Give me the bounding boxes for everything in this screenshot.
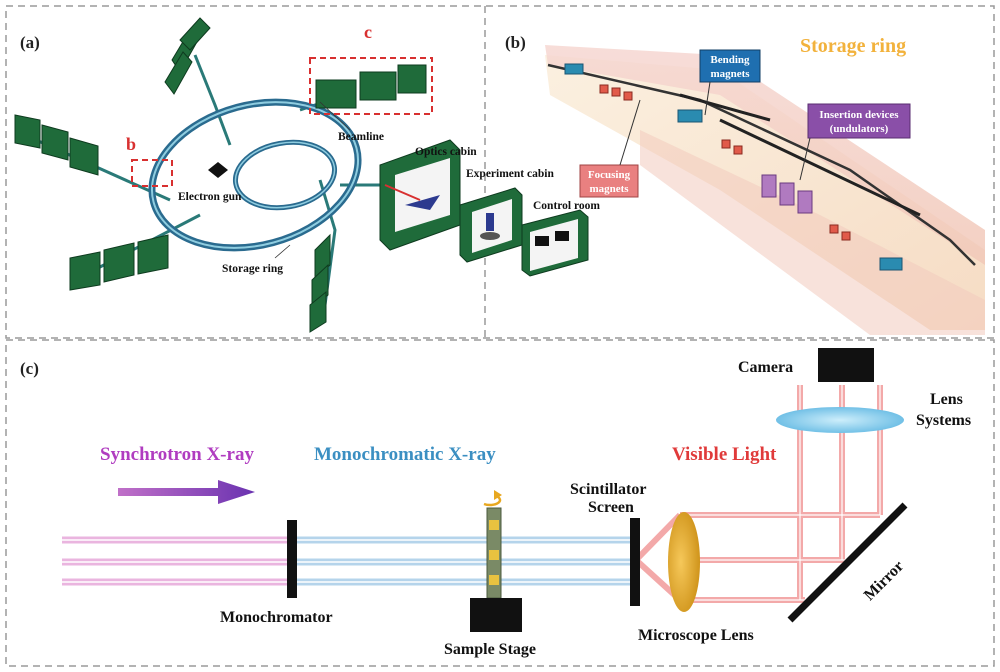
panel-ab-frame xyxy=(5,5,995,339)
label-monochromator: Monochromator xyxy=(220,609,333,626)
label-electron-gun: Electron gun xyxy=(178,191,242,203)
booster-ring xyxy=(232,139,338,211)
beam-pipe xyxy=(547,63,976,266)
focusing-magnets xyxy=(599,84,851,241)
direction-arrow-icon xyxy=(118,480,255,504)
panel-c: (c) xyxy=(20,348,971,658)
label-storage-ring: Storage ring xyxy=(222,263,283,275)
tunnel-wall xyxy=(545,45,985,265)
panel-a-tag: (a) xyxy=(20,33,40,52)
photon-line xyxy=(679,93,771,122)
label-sample-stage: Sample Stage xyxy=(444,641,536,658)
label-monochromatic-xray: Monochromatic X-ray xyxy=(314,444,496,465)
scintillator-screen xyxy=(630,518,640,606)
label-camera: Camera xyxy=(738,359,793,376)
insertion-tag: Insertion devices (undulators) xyxy=(799,103,911,181)
svg-text:(undulators): (undulators) xyxy=(830,123,889,135)
lens-systems xyxy=(776,407,904,433)
camera xyxy=(818,348,874,382)
label-beamline: Beamline xyxy=(338,131,384,143)
mirror xyxy=(787,502,908,623)
panel-c-tag: (c) xyxy=(20,359,39,378)
photon-line-2 xyxy=(719,118,921,217)
undulators xyxy=(761,174,813,214)
storage-ring-title: Storage ring xyxy=(800,35,906,57)
label-experiment-cabin: Experiment cabin xyxy=(466,168,554,180)
svg-text:Focusing: Focusing xyxy=(588,169,631,181)
synchrotron-beams xyxy=(62,536,290,586)
label-visible-light: Visible Light xyxy=(672,444,777,465)
monochromatic-beams xyxy=(295,536,632,586)
region-b-label: b xyxy=(126,134,136,154)
label-microscope-lens: Microscope Lens xyxy=(638,627,754,644)
electron-gun-icon xyxy=(208,162,228,178)
cabins xyxy=(379,139,589,277)
beamline-blocks xyxy=(14,17,427,333)
bending-magnets xyxy=(564,63,903,271)
label-lens-2: Systems xyxy=(916,412,971,429)
storage-ring-inner xyxy=(150,101,360,249)
label-control-room: Control room xyxy=(533,200,600,212)
region-c-label: c xyxy=(364,22,372,42)
label-scintillator-1: Scintillator xyxy=(570,481,646,498)
panel-b: (b) Storage ring xyxy=(505,33,985,335)
label-lens-1: Lens xyxy=(930,391,963,408)
region-b-box xyxy=(131,159,173,187)
svg-text:magnets: magnets xyxy=(710,68,750,80)
panel-b-tag: (b) xyxy=(505,33,526,52)
svg-text:Bending: Bending xyxy=(710,54,750,66)
microscope-lens xyxy=(668,512,700,612)
svg-text:Insertion devices: Insertion devices xyxy=(819,109,899,121)
sample-stage xyxy=(470,490,522,632)
label-scintillator-2: Screen xyxy=(588,499,634,516)
focusing-tag: Focusing magnets xyxy=(579,99,641,198)
region-c-box xyxy=(309,57,433,115)
svg-text:magnets: magnets xyxy=(589,183,629,195)
panel-a: (a) xyxy=(14,17,600,333)
bending-tag: Bending magnets xyxy=(699,49,761,116)
monochromator-plate xyxy=(287,520,297,598)
label-mirror: Mirror xyxy=(861,558,907,604)
panel-c-frame xyxy=(5,339,995,667)
booster-ring-inner xyxy=(234,141,336,209)
label-optics-cabin: Optics cabin xyxy=(415,146,477,158)
tunnel-wall-front xyxy=(640,130,985,335)
label-synchrotron-xray: Synchrotron X-ray xyxy=(100,444,254,465)
